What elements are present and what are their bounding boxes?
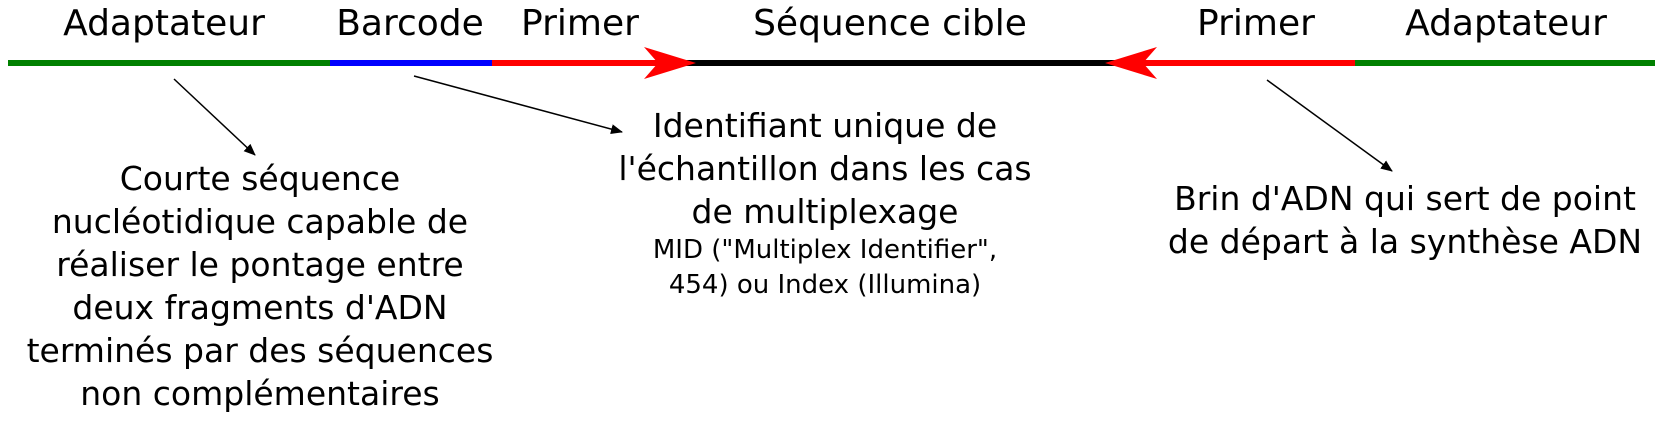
barcode-description-line: l'échantillon dans les cas [618, 149, 1032, 188]
primer-reverse-arrowhead [1105, 47, 1157, 79]
barcode-description-line: de multiplexage [691, 192, 959, 231]
adapter-description-line: réaliser le pontage entre [56, 245, 464, 284]
primer-description-line: de départ à la synthèse ADN [1167, 222, 1643, 261]
primer-pointer-arrow [1266, 79, 1393, 172]
adapter-description-line: nucléotidique capable de [51, 202, 469, 241]
adapter-description-line: terminés par des séquences [26, 331, 494, 370]
barcode-description-line: Identifiant unique de [652, 106, 998, 145]
primer-right-label: Primer [1197, 3, 1315, 44]
primer-description: Brin d'ADN qui sert de point de départ à… [1150, 177, 1660, 263]
target-label: Séquence cible [753, 3, 1027, 44]
adapter-description-line: non complémentaires [80, 374, 440, 413]
primer-left-label: Primer [521, 3, 639, 44]
adapter-pointer-arrow [173, 78, 256, 156]
barcode-pointer-arrow [413, 75, 623, 134]
adapter-left-label: Adaptateur [63, 3, 265, 44]
barcode-note-line: 454) ou Index (Illumina) [668, 270, 982, 300]
barcode-note-line: MID ("Multiplex Identifier", [652, 235, 998, 265]
barcode-label: Barcode [336, 3, 484, 44]
adapter-description-line: deux fragments d'ADN [72, 288, 448, 327]
adapter-description: Courte séquence nucléotidique capable de… [0, 157, 520, 415]
adapter-description-line: Courte séquence [119, 159, 401, 198]
primer-description-line: Brin d'ADN qui sert de point [1174, 179, 1636, 218]
adapter-right-label: Adaptateur [1405, 3, 1607, 44]
primer-forward-arrowhead [644, 47, 696, 79]
barcode-description: Identifiant unique de l'échantillon dans… [580, 104, 1070, 303]
